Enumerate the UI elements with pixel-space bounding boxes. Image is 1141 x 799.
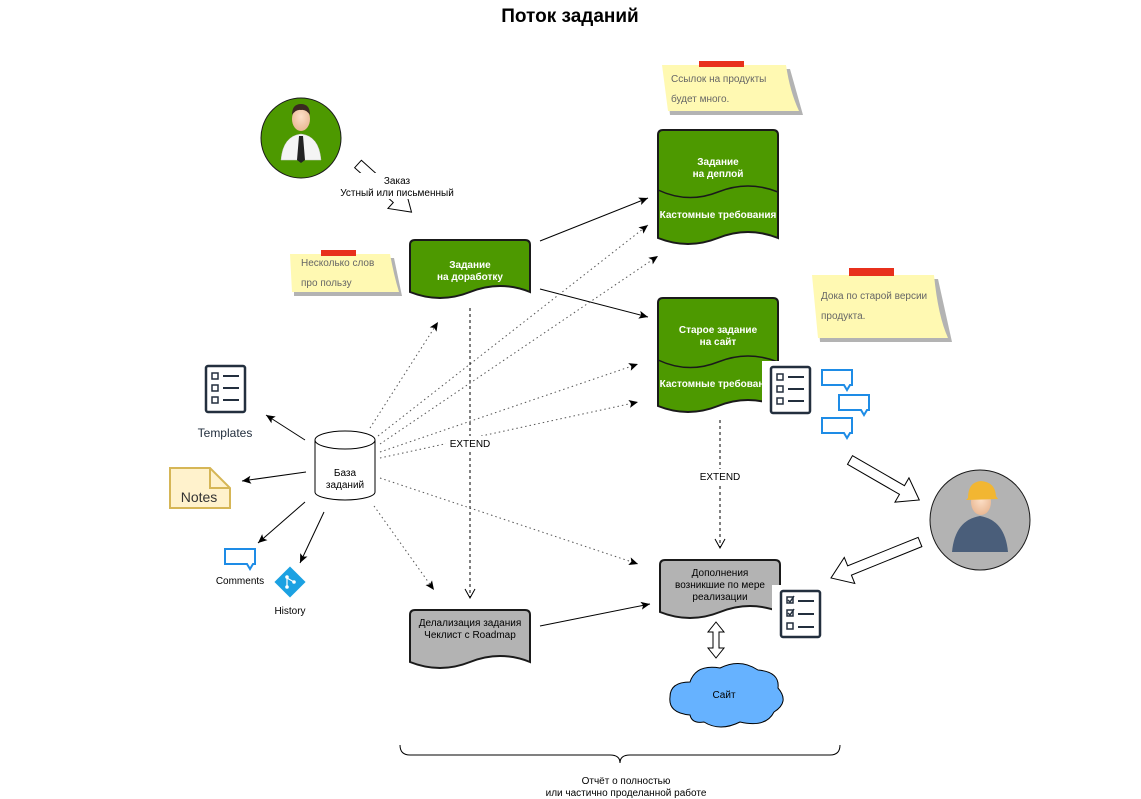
db-line1: База [334,468,357,479]
notes-label: Notes [181,489,218,505]
task-deploy-line2: на деплой [693,169,744,180]
arrow-rework-to-old-task [539,288,649,319]
dotted-db-to-rework [369,321,439,429]
task-deploy-doc[interactable]: Задание на деплой Кастомные требования [657,129,779,245]
dotted-db-to-old-a [379,363,639,453]
site-cloud[interactable]: Сайт [669,663,784,728]
client-label-bg [345,173,453,199]
old-task-custom: Кастомные требования [660,378,777,390]
git-branch-icon [274,566,306,598]
detail-line1: Делализация задания [419,618,522,629]
old-task-doc[interactable]: Старое задание на сайт Кастомные требова… [657,297,779,413]
comments-item[interactable]: Comments [216,548,264,587]
additions-line2: возникшие по мере [675,580,765,591]
arrow-db-to-notes [241,471,307,484]
report-brace [399,744,841,764]
extend-label-1: EXTEND [450,439,491,450]
old-task-line1: Старое задание [679,325,758,336]
worker-avatar[interactable] [929,469,1031,571]
templates-label: Templates [198,426,253,440]
additions-doc[interactable]: Дополнения возникшие по мере реализации [659,559,781,619]
client-avatar[interactable] [260,97,342,179]
sticky-docs-line2: продукта. [821,311,865,322]
dotted-db-to-old-b [379,400,639,459]
notes-item[interactable]: Notes [169,467,231,509]
client-label-line2: Устный или письменный [340,188,454,199]
arrow-db-to-history [299,511,325,564]
notes-icon [169,467,231,509]
sticky-note-links: Ссылок на продукты будет много. [662,61,803,115]
checklist-icon [762,361,814,419]
comments-label: Comments [216,576,264,587]
extend-1-bg [446,436,494,450]
chat-bubbles-icon [821,369,870,440]
sticky-note-words: Несколько слов про пользу [290,250,402,296]
additions-line3: реализации [692,592,747,603]
additions-line1: Дополнения [692,568,749,579]
sticky-docs-line1: Дока по старой версии [821,291,927,302]
comments-icon [224,548,256,571]
report-line2: или частично проделанной работе [546,787,707,799]
old-task-line2: на сайт [700,337,737,348]
checked-list-icon [772,585,826,643]
connectors [241,197,726,627]
dotted-db-to-additions [379,477,639,565]
arrow-rework-to-deploy [539,197,649,242]
task-rework-line1: Задание [449,260,491,271]
dotted-db-to-deploy-a [377,224,649,437]
templates-icon [204,364,247,414]
task-deploy-line1: Задание [697,157,739,168]
extend-label-2: EXTEND [700,472,741,483]
task-deploy-custom: Кастомные требования [660,209,777,221]
task-rework-line2: на доработку [437,271,503,283]
extend-2-bg [696,469,744,483]
detail-line2: Чеклист с Roadmap [424,630,516,641]
report-line1: Отчёт о полностью [582,776,671,787]
sticky-links-line1: Ссылок на продукты [671,74,766,85]
sticky-links-line2: будет много. [671,93,729,105]
task-rework-doc[interactable]: Задание на доработку [409,239,531,299]
history-item[interactable]: History [274,566,306,617]
db-line2: заданий [326,480,364,491]
sticky-words-line2: про пользу [301,278,352,289]
templates-item[interactable]: Templates [198,364,253,440]
sticky-note-docs: Дока по старой версии продукта. [812,268,952,342]
client-label-line1: Заказ [384,176,411,187]
arrow-db-to-templates [265,414,306,441]
detail-task-doc[interactable]: Делализация задания Чеклист с Roadmap [409,609,531,669]
hollow-arrow-from-worker [830,536,923,585]
task-database[interactable]: База заданий [314,430,376,501]
sticky-words-line1: Несколько слов [301,258,374,269]
hollow-arrow-to-worker [846,454,921,503]
dotted-db-to-deploy-b [379,255,659,445]
history-label: History [274,606,305,617]
site-label: Сайт [712,690,735,701]
dotted-db-to-detail [373,505,435,591]
arrow-detail-to-additions [539,601,651,627]
double-arrow-additions-site [706,621,726,659]
arrow-db-to-comments [257,501,306,544]
page-title: Поток заданий [501,6,638,27]
